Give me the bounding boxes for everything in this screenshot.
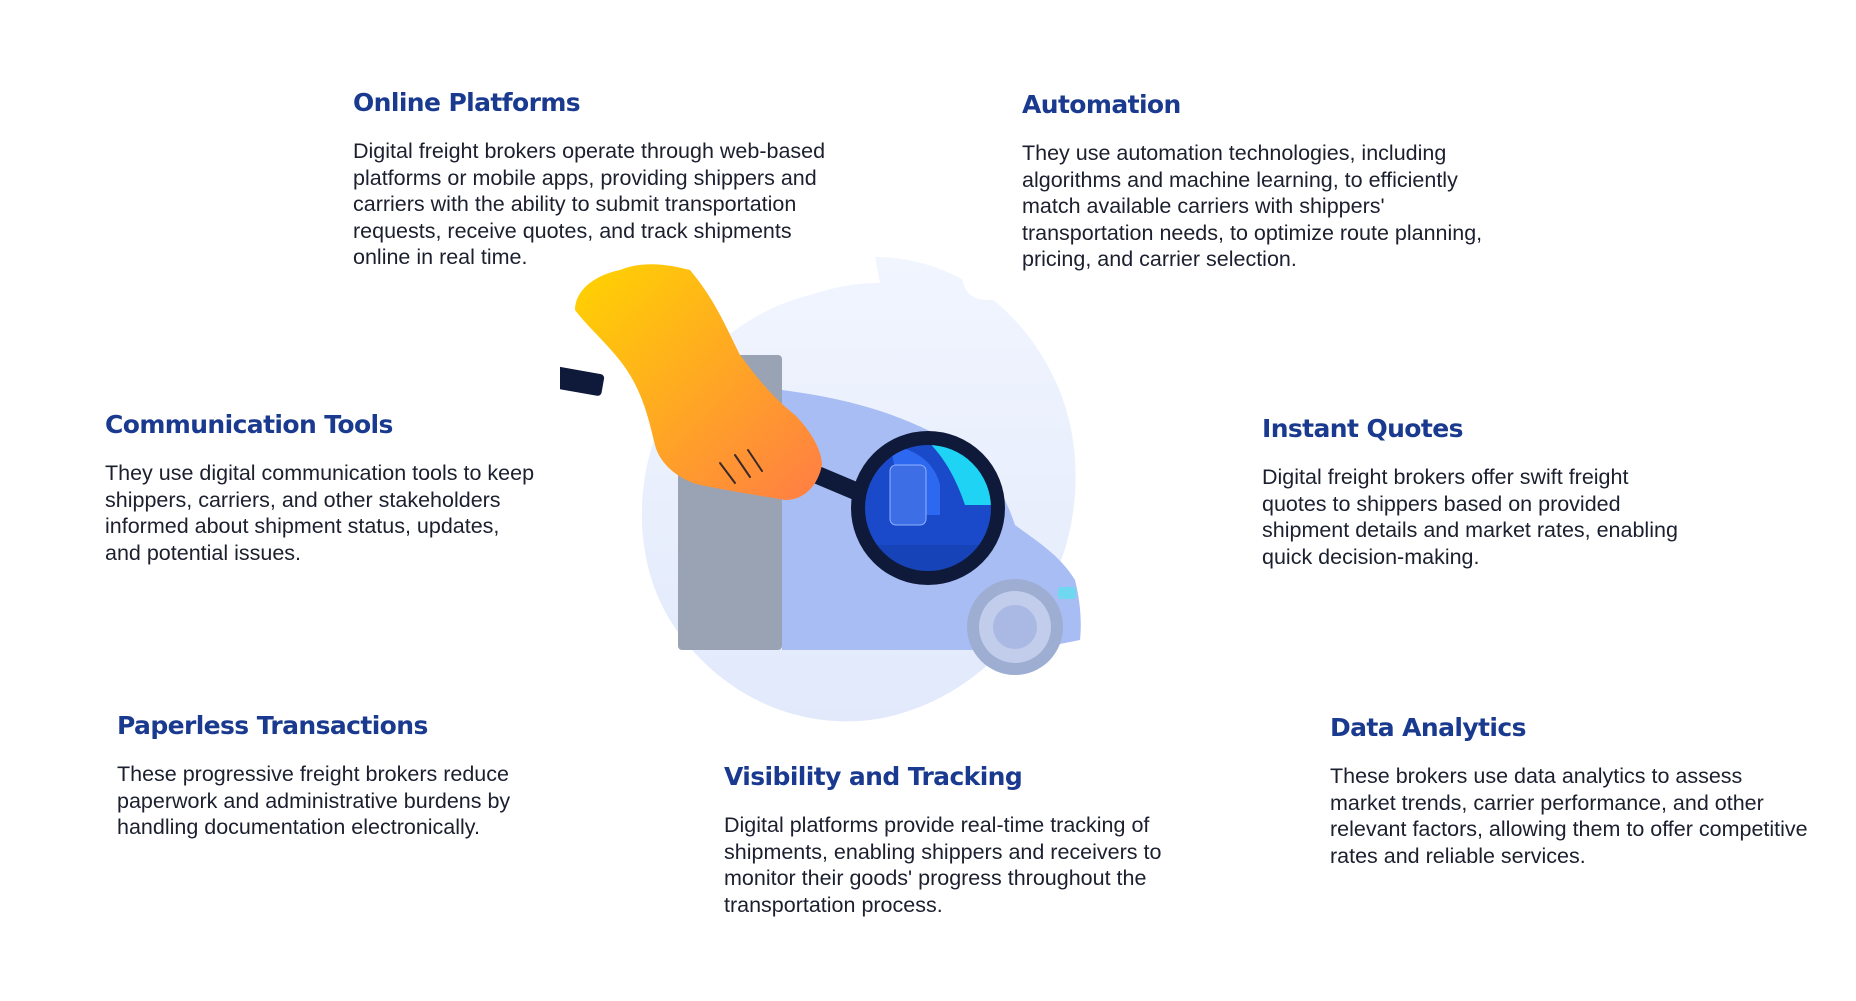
feature-title: Data Analytics <box>1330 713 1526 742</box>
feature-paperless-transactions: Paperless Transactions These progressive… <box>117 711 577 841</box>
feature-description: These progressive freight brokers reduce… <box>117 762 511 839</box>
feature-title: Instant Quotes <box>1262 414 1463 443</box>
feature-title: Automation <box>1022 90 1181 119</box>
feature-description: They use digital communication tools to … <box>105 461 535 565</box>
feature-visibility-tracking: Visibility and Tracking Digital platform… <box>724 762 1204 918</box>
truck-headlight <box>1058 587 1076 599</box>
feature-description: Digital freight brokers offer swift frei… <box>1262 465 1678 569</box>
feature-title: Communication Tools <box>105 410 393 439</box>
feature-communication-tools: Communication Tools They use digital com… <box>105 410 535 566</box>
feature-description: Digital freight brokers operate through … <box>353 139 826 269</box>
feature-title: Paperless Transactions <box>117 711 428 740</box>
feature-description: Digital platforms provide real-time trac… <box>724 813 1162 917</box>
feature-instant-quotes: Instant Quotes Digital freight brokers o… <box>1262 414 1682 570</box>
truck-magnifier-icon <box>552 255 1081 722</box>
feature-description: These brokers use data analytics to asse… <box>1330 764 1808 868</box>
circle-notch <box>895 255 1000 300</box>
feature-data-analytics: Data Analytics These brokers use data an… <box>1330 713 1810 869</box>
magnifier-ring <box>851 431 1005 585</box>
feature-automation: Automation They use automation technolog… <box>1022 90 1522 273</box>
feature-title: Visibility and Tracking <box>724 762 1023 791</box>
pointing-hand <box>575 264 822 500</box>
feature-description: They use automation technologies, includ… <box>1022 141 1483 271</box>
truck-magnifier-illustration <box>552 255 1160 745</box>
feature-title: Online Platforms <box>353 88 581 117</box>
feature-online-platforms: Online Platforms Digital freight brokers… <box>353 88 853 271</box>
magnifier-grip <box>552 366 605 396</box>
